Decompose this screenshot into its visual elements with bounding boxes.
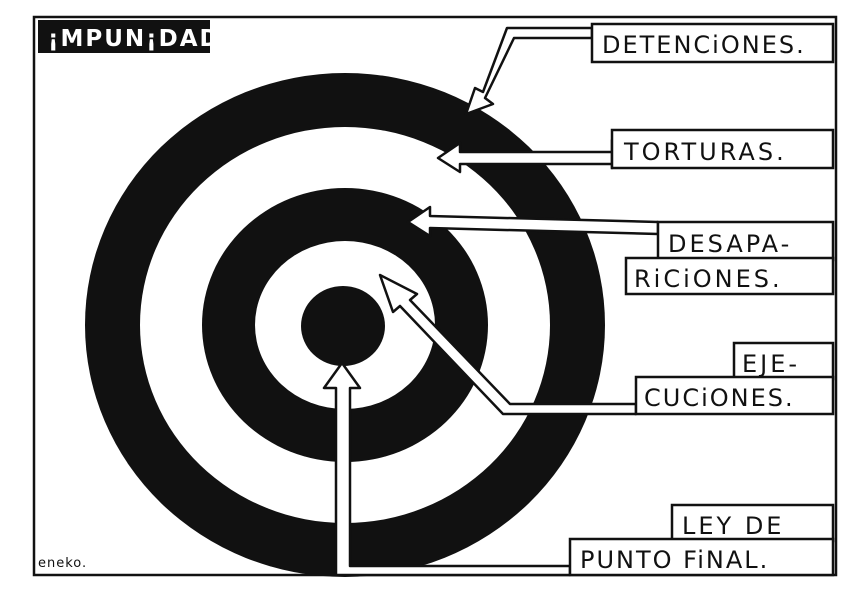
label-detenciones: DETENCiONES.	[602, 31, 806, 59]
label-torturas: TORTURAS.	[623, 138, 787, 166]
target-center	[301, 286, 385, 366]
title-badge: ¡MPUN¡DAD	[38, 20, 221, 53]
label-box-ejecuciones-1	[732, 341, 835, 381]
label-box-detenciones	[590, 22, 835, 64]
arrow-ejecuciones	[378, 273, 638, 416]
label-ejecuciones-line1: EJE-	[742, 350, 800, 378]
artist-signature: eneko.	[38, 556, 87, 571]
label-box-desapariciones-1	[656, 220, 835, 262]
label-box-punto-final-2	[568, 537, 835, 577]
label-ejecuciones-line2: CUCiONES.	[644, 384, 795, 412]
label-punto-final-line2: PUNTO FiNAL.	[580, 546, 769, 574]
label-desapariciones-line1: DESAPA-	[668, 230, 792, 258]
arrow-punto-final	[322, 361, 572, 577]
label-box-torturas	[610, 128, 835, 170]
arrows	[322, 26, 660, 577]
label-boxes	[568, 22, 835, 577]
label-texts: DETENCiONES. TORTURAS. DESAPA- RiCiONES.…	[580, 31, 806, 574]
arrow-desapariciones	[406, 205, 660, 238]
label-box-desapariciones-2	[624, 256, 835, 296]
label-desapariciones-line2: RiCiONES.	[634, 265, 783, 293]
label-punto-final-line1: LEY DE	[682, 512, 784, 540]
label-box-ejecuciones-2	[634, 375, 835, 416]
arrow-detenciones	[464, 26, 594, 116]
title-text: ¡MPUN¡DAD	[48, 26, 221, 52]
label-box-punto-final-1	[670, 503, 835, 543]
